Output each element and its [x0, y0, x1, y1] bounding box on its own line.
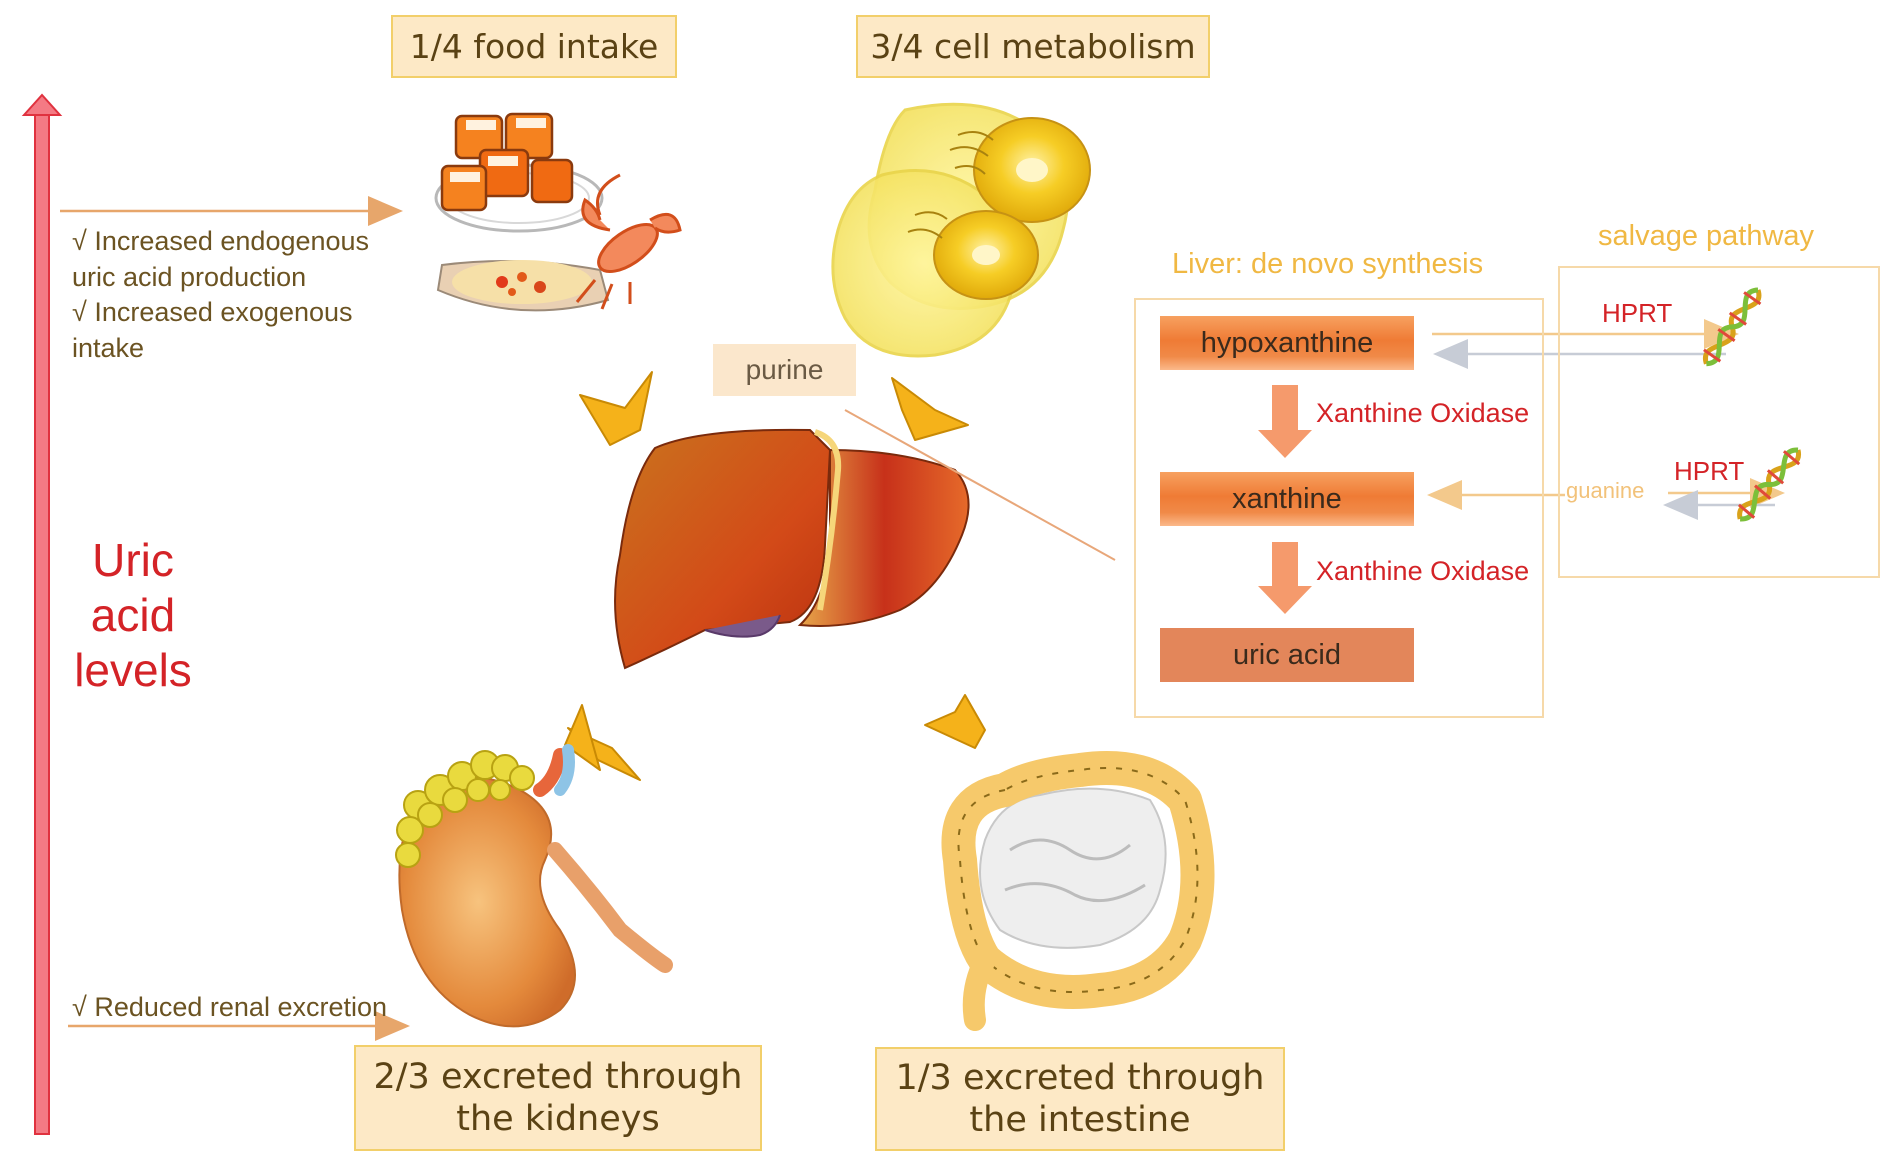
dna-helix-icon: [1702, 287, 1762, 367]
food-illustration: [434, 112, 682, 312]
salvage-pathway-panel: [1558, 266, 1880, 578]
dna-helix-icon: [1737, 447, 1801, 522]
liver-illustration: [614, 428, 970, 670]
purine-label: purine: [713, 344, 856, 396]
salvage-panel-title: salvage pathway: [1598, 220, 1815, 252]
flow-chevrons: [564, 371, 986, 781]
exogenous-intake-note: √ Increased exogenous intake: [72, 297, 353, 363]
food-intake-label: 1/4 food intake: [391, 15, 677, 78]
guanine-label: guanine: [1566, 478, 1645, 503]
uric-acid-levels-line: Uric: [92, 534, 174, 586]
uric-acid-levels-label: Uric acid levels: [58, 533, 208, 699]
uric-level-axis-arrow: [21, 93, 63, 1135]
kidney-excretion-label: 2/3 excreted through the kidneys: [354, 1045, 762, 1151]
cell-illustration: [831, 102, 1091, 358]
hprt-label: HPRT: [1602, 298, 1673, 328]
liver-panel-title: Liver: de novo synthesis: [1172, 248, 1484, 280]
liver-synthesis-panel: [1134, 298, 1544, 718]
endogenous-production-note: √ Increased endogenous uric acid product…: [72, 226, 370, 292]
intestine-excretion-label: 1/3 excreted through the intestine: [875, 1047, 1285, 1151]
kidney-illustration: [395, 744, 673, 1028]
uric-acid-levels-line: levels: [74, 644, 192, 697]
uric-acid-levels-line: acid: [90, 589, 176, 642]
xanthine-box: xanthine: [1160, 472, 1414, 526]
uric-acid-box: uric acid: [1160, 628, 1414, 682]
purine-leader-line: [844, 409, 1116, 561]
reduced-renal-excretion-note: √ Reduced renal excretion: [72, 992, 387, 1022]
intestine-illustration: [941, 751, 1215, 1031]
uric-acid-increase-notes: √ Increased endogenous uric acid product…: [72, 224, 412, 367]
hprt-label: HPRT: [1674, 456, 1745, 486]
xanthine-oxidase-label: Xanthine Oxidase: [1316, 556, 1530, 586]
liver-pathway-arrows: [1258, 385, 1312, 614]
xanthine-oxidase-label: Xanthine Oxidase: [1316, 398, 1530, 428]
hypoxanthine-box: hypoxanthine: [1160, 316, 1414, 370]
cell-metabolism-label: 3/4 cell metabolism: [856, 15, 1210, 78]
